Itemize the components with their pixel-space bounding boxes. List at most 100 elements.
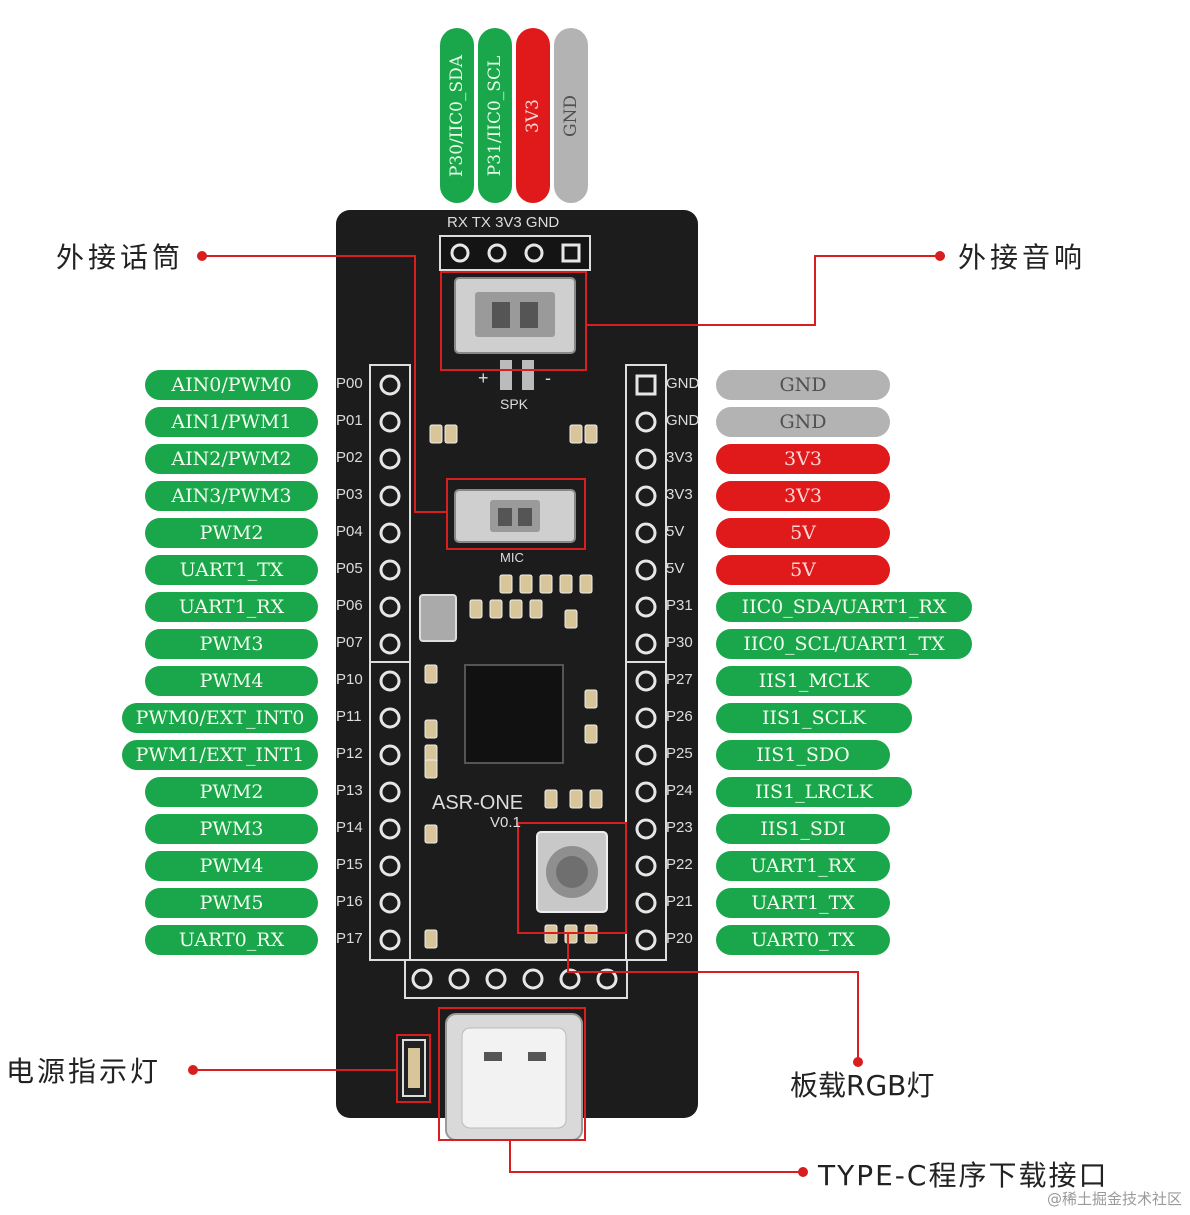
header-pin	[379, 818, 401, 840]
smd-component	[544, 789, 558, 809]
header-pin	[635, 929, 657, 951]
header-pin	[379, 485, 401, 507]
header-pin	[379, 781, 401, 803]
left-pin-label: P10	[336, 671, 363, 688]
header-pin	[379, 744, 401, 766]
left-pill: PWM5	[145, 888, 318, 918]
left-pin-label: P03	[336, 486, 363, 503]
smd-component	[429, 424, 443, 444]
header-pin	[635, 744, 657, 766]
right-pin-label: 3V3	[666, 486, 693, 503]
left-pill: AIN1/PWM1	[145, 407, 318, 437]
header-pin	[379, 411, 401, 433]
mic-label: MIC	[500, 550, 524, 565]
smd-component	[424, 664, 438, 684]
smd-component	[579, 574, 593, 594]
right-pin-label: P25	[666, 745, 693, 762]
callout-mic: 外接话筒	[56, 241, 185, 274]
left-pill: AIN2/PWM2	[145, 444, 318, 474]
bottom-header	[404, 959, 628, 999]
header-pin	[379, 892, 401, 914]
right-pin-label: 3V3	[666, 449, 693, 466]
right-pin-label: P31	[666, 597, 693, 614]
header-label: RX TX 3V3 GND	[447, 214, 560, 231]
header-pin	[379, 448, 401, 470]
smd-component	[499, 574, 513, 594]
left-pill: PWM3	[145, 629, 318, 659]
top-pill: P30/IIC0_SDA	[440, 28, 474, 203]
right-pill: 5V	[716, 518, 890, 548]
left-pin-label: P00	[336, 375, 363, 392]
smd-component	[539, 574, 553, 594]
header-pin	[635, 596, 657, 618]
header-pin	[379, 374, 401, 396]
right-pin-label: P27	[666, 671, 693, 688]
header-pin	[635, 892, 657, 914]
left-pin-label: P17	[336, 930, 363, 947]
right-pill: 3V3	[716, 444, 890, 474]
smd-component	[519, 574, 533, 594]
crystal-module	[419, 594, 457, 642]
header-pin	[379, 559, 401, 581]
smd-component	[424, 824, 438, 844]
left-pin-label: P04	[336, 523, 363, 540]
smd-component	[444, 424, 458, 444]
left-pill: PWM2	[145, 777, 318, 807]
header-pin	[448, 968, 470, 990]
left-pin-label: P05	[336, 560, 363, 577]
smd-component	[559, 574, 573, 594]
left-pin-label: P16	[336, 893, 363, 910]
right-pill: IIS1_SCLK	[716, 703, 912, 733]
header-pin	[635, 818, 657, 840]
header-pin	[561, 243, 581, 263]
left-pill: UART1_RX	[145, 592, 318, 622]
header-pin	[379, 707, 401, 729]
right-pin-label: 5V	[666, 560, 685, 577]
header-pin	[596, 968, 618, 990]
header-pin	[635, 781, 657, 803]
right-pin-label: GND	[666, 412, 700, 429]
header-pin	[635, 559, 657, 581]
left-pin-label: P06	[336, 597, 363, 614]
left-pill: AIN0/PWM0	[145, 370, 318, 400]
header-pin	[379, 929, 401, 951]
left-pill: UART1_TX	[145, 555, 318, 585]
right-pill: GND	[716, 407, 890, 437]
left-pin-label: P01	[336, 412, 363, 429]
right-pill: IIS1_SDI	[716, 814, 890, 844]
header-pin	[379, 522, 401, 544]
smd-component	[424, 719, 438, 739]
right-pin-label: P21	[666, 893, 693, 910]
left-pill: PWM1/EXT_INT1	[122, 740, 318, 770]
left-pin-label: P07	[336, 634, 363, 651]
left-pill: PWM0/EXT_INT0	[122, 703, 318, 733]
right-pin-label: P24	[666, 782, 693, 799]
right-pill: UART1_TX	[716, 888, 890, 918]
spk-minus: -	[545, 368, 551, 388]
header-pin	[635, 707, 657, 729]
spk-plus: +	[478, 368, 489, 388]
header-pin	[635, 485, 657, 507]
watermark: @稀土掘金技术社区	[1046, 1190, 1182, 1208]
right-pin-label: P22	[666, 856, 693, 873]
left-pin-label: P02	[336, 449, 363, 466]
smd-component	[469, 599, 483, 619]
right-pin-label: GND	[666, 375, 700, 392]
right-pill: UART1_RX	[716, 851, 890, 881]
left-pill: UART0_RX	[145, 925, 318, 955]
header-pin	[379, 855, 401, 877]
header-pin	[635, 855, 657, 877]
header-pin	[524, 243, 544, 263]
header-pin	[450, 243, 470, 263]
callout-power-led: 电源指示灯	[6, 1055, 162, 1088]
header-pin	[485, 968, 507, 990]
callout-typec: TYPE-C程序下载接口	[818, 1159, 1109, 1192]
right-pill: UART0_TX	[716, 925, 890, 955]
header-pin	[635, 522, 657, 544]
smd-component	[584, 689, 598, 709]
callout-speaker: 外接音响	[958, 241, 1087, 274]
left-pin-label: P13	[336, 782, 363, 799]
top-pill: P31/IIC0_SCL	[478, 28, 512, 203]
right-pin-label: P30	[666, 634, 693, 651]
